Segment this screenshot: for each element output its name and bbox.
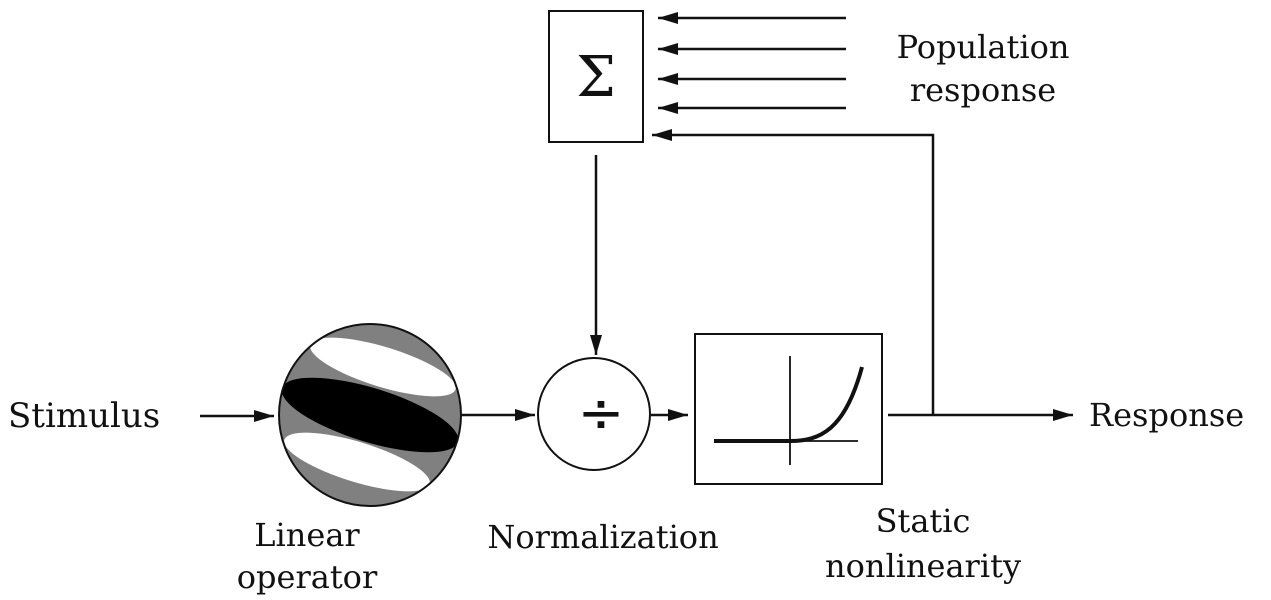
divide-symbol: ÷ [578, 381, 625, 446]
response-label: Response [1089, 396, 1244, 434]
normalization-node [537, 357, 651, 471]
feedback-path [652, 129, 935, 415]
population-response-label-line1: Population [897, 28, 1070, 66]
sum-box [548, 10, 644, 143]
linear-operator-label-line1: Linear [254, 516, 360, 554]
expansive-curve-icon [714, 356, 864, 465]
population-response-label-line2: response [910, 71, 1056, 109]
static-nonlinearity-label-line2: nonlinearity [825, 547, 1021, 585]
linear-operator-label-line2: operator [237, 558, 378, 596]
nonlinearity-box [694, 333, 883, 485]
sum-symbol: Σ [576, 45, 616, 110]
gabor-filter-icon [278, 323, 462, 507]
normalization-label: Normalization [487, 518, 718, 556]
stimulus-label: Stimulus [8, 396, 160, 436]
static-nonlinearity-label-line1: Static [876, 502, 971, 540]
